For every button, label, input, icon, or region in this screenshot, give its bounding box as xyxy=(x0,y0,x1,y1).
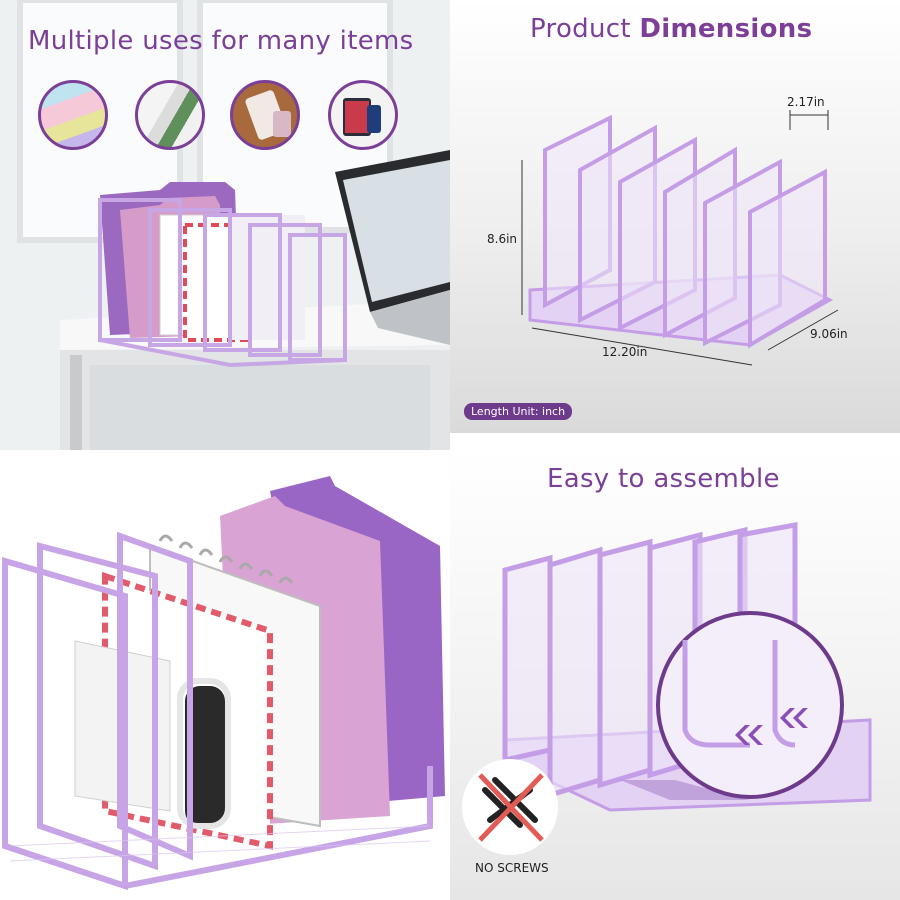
arrow-icons xyxy=(735,708,808,745)
organizer-photo xyxy=(98,150,450,368)
folders-thumbnail xyxy=(38,80,108,150)
books-thumbnail xyxy=(135,80,205,150)
uses-panel: Multiple uses for many items xyxy=(0,0,450,450)
dim-width-label: 12.20in xyxy=(602,345,648,359)
dim-height-label: 8.6in xyxy=(487,232,518,246)
tablet-thumbnail xyxy=(328,80,398,150)
cross-icon xyxy=(478,773,544,842)
assembly-diagram xyxy=(462,522,872,855)
dim-top-label: 2.17in xyxy=(787,95,825,109)
tablet-icon xyxy=(343,98,381,136)
title-bold: Dimensions xyxy=(639,14,813,44)
calculator-thumbnail xyxy=(230,80,300,150)
panel-title: Multiple uses for many items xyxy=(28,26,414,56)
no-screws-label: NO SCREWS xyxy=(475,861,549,875)
dim-depth-label: 9.06in xyxy=(810,327,848,341)
assembly-panel: Easy to assemble xyxy=(450,450,900,900)
dimension-diagram xyxy=(521,110,839,366)
organizer-closeup-photo xyxy=(2,476,445,891)
magnifier-circle xyxy=(656,611,844,799)
panel-title: Product Dimensions xyxy=(530,14,812,44)
panel-title: Easy to assemble xyxy=(547,464,780,494)
calculator-icon xyxy=(245,90,291,140)
title-regular: Product xyxy=(530,14,640,44)
dimensions-panel: Product Dimensions 2.17in 8.6in 12.20in … xyxy=(450,0,900,433)
closeup-panel xyxy=(0,466,450,900)
unit-badge: Length Unit: inch xyxy=(464,403,573,420)
